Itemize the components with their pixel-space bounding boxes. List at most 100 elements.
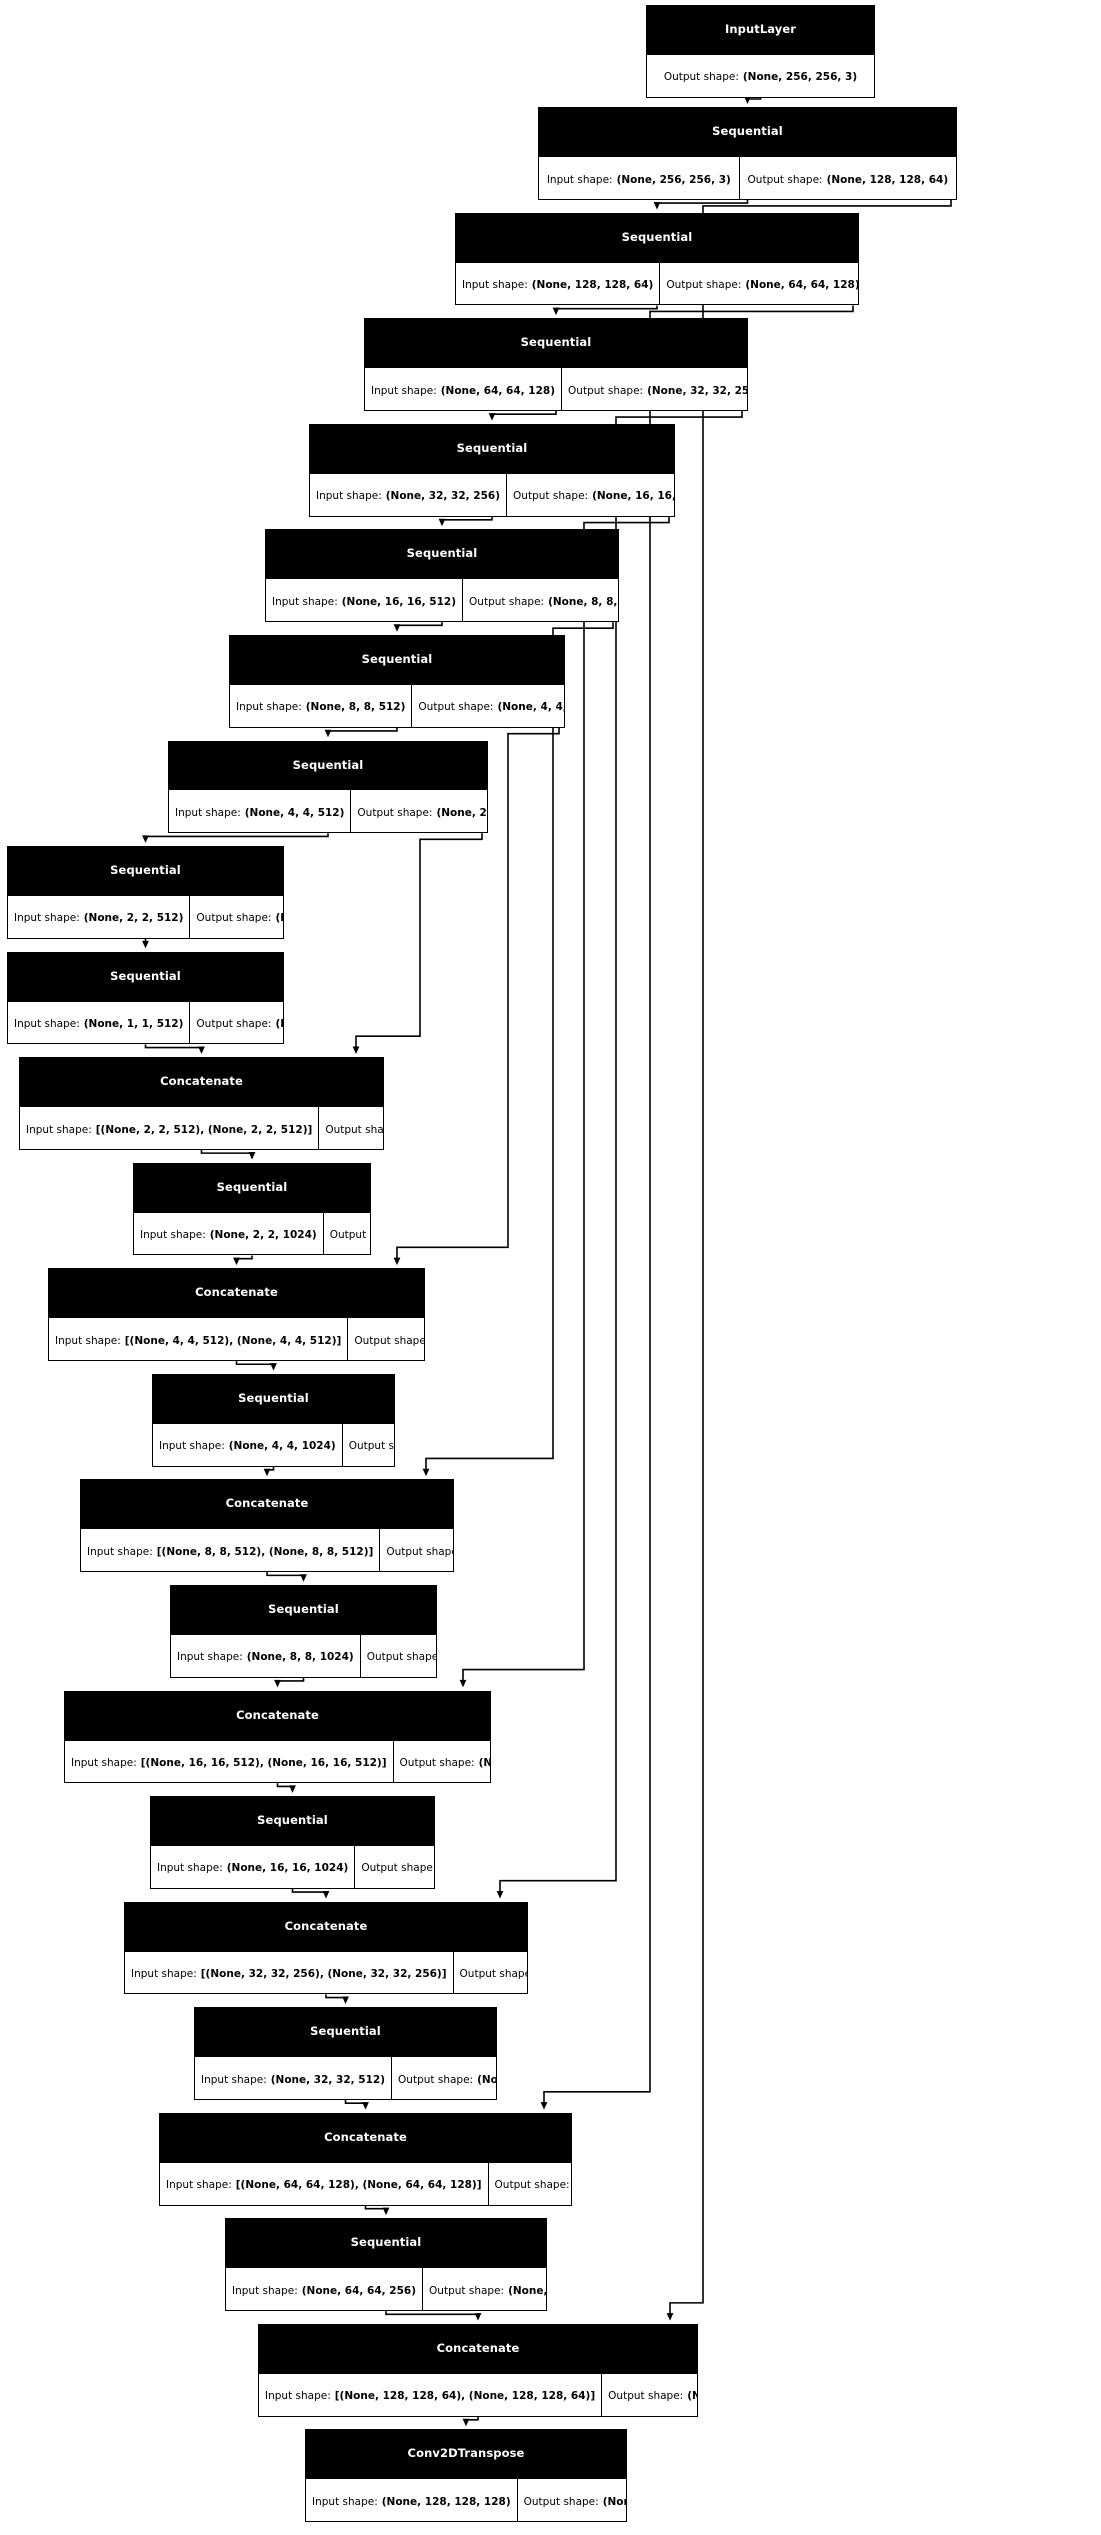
output-shape-cell: Output shape:(None, 16, 16, 512) bbox=[360, 1634, 437, 1677]
input-shape-value: (None, 64, 64, 128) bbox=[440, 384, 556, 397]
shape-row: Input shape:(None, 1, 1, 512) Output shap… bbox=[8, 1000, 283, 1044]
shape-row: Input shape:(None, 4, 4, 1024)Output sha… bbox=[153, 1422, 394, 1466]
layer-type-label: Concatenate bbox=[125, 1902, 527, 1951]
skip-edge-seq_down_3-to-concat_5 bbox=[496, 411, 743, 1899]
output-shape-cell: Output shape:(None, 4, 4, 512) bbox=[412, 684, 564, 727]
input-shape-cell: Input shape:(None, 4, 4, 1024) bbox=[153, 1423, 343, 1466]
edge-concat_1-to-seq_up_2 bbox=[200, 1149, 256, 1160]
input-shape-value: (None, 32, 32, 256) bbox=[385, 490, 501, 503]
input-shape-value: [(None, 2, 2, 512), (None, 2, 2, 512)] bbox=[95, 1123, 313, 1136]
layer-type-label: Sequential bbox=[310, 424, 674, 473]
input-shape-value: (None, 2, 2, 512) bbox=[83, 912, 184, 925]
output-shape-label: Output shape: bbox=[366, 1651, 437, 1664]
shape-row: Input shape:(None, 16, 16, 512) Output sh… bbox=[266, 578, 618, 622]
shape-row: Input shape:(None, 128, 128, 128)Output … bbox=[306, 2478, 626, 2522]
input-shape-label: Input shape: bbox=[14, 1017, 80, 1030]
output-shape-label: Output shape: bbox=[568, 384, 644, 397]
input-shape-value: [(None, 128, 128, 64), (None, 128, 128, … bbox=[334, 2390, 596, 2403]
layer-type-label: Concatenate bbox=[65, 1691, 490, 1740]
input-shape-label: Input shape: bbox=[316, 490, 382, 503]
output-shape-cell: Output shape:(None, 128, 128, 128) bbox=[602, 2373, 697, 2416]
input-shape-value: (None, 128, 128, 64) bbox=[531, 279, 654, 292]
input-shape-label: Input shape: bbox=[87, 1545, 153, 1558]
shape-row: Input shape:[(None, 128, 128, 64), (None… bbox=[259, 2372, 697, 2416]
layer-type-label: Concatenate bbox=[259, 2324, 697, 2373]
shape-row: Input shape:[(None, 64, 64, 128), (None,… bbox=[160, 2161, 571, 2205]
layer-type-label: Concatenate bbox=[81, 1480, 453, 1529]
input-shape-label: Input shape: bbox=[312, 2495, 378, 2508]
input-shape-cell: Input shape:(None, 16, 16, 512) bbox=[266, 579, 464, 622]
output-shape-cell: Output shape:(None, 1, 1, 512) bbox=[190, 896, 283, 938]
output-shape-label: Output shape: bbox=[196, 1017, 272, 1030]
output-shape-label: Output shape: bbox=[494, 2179, 570, 2192]
edge-seq_up_6-to-concat_6 bbox=[344, 2099, 369, 2110]
output-shape-cell: Output shape:(None, 32, 32, 256) bbox=[355, 1846, 434, 1888]
edge-seq_up_5-to-concat_5 bbox=[291, 1888, 330, 1899]
layer-type-label: Sequential bbox=[8, 847, 283, 896]
input-shape-label: Input shape: bbox=[159, 1440, 225, 1453]
edge-concat_3-to-seq_up_4 bbox=[266, 1572, 307, 1582]
output-shape-label: Output shape: bbox=[469, 595, 545, 608]
input-shape-label: Input shape: bbox=[201, 2073, 267, 2086]
output-shape-label: Output shape: bbox=[386, 1545, 454, 1558]
shape-row: Input shape:(None, 4, 4, 512)Output shap… bbox=[169, 789, 487, 833]
edge-concat_5-to-seq_up_6 bbox=[325, 1994, 349, 2005]
edge-concat_4-to-seq_up_5 bbox=[276, 1783, 296, 1793]
output-shape-cell: Output shape:(None, 4, 4, 512) bbox=[323, 1212, 370, 1255]
skip-edge-seq_down_7-to-concat_1 bbox=[352, 833, 483, 1054]
layer-type-label: Sequential bbox=[456, 213, 858, 262]
output-shape-value: (None, 128, 128, 64) bbox=[826, 173, 949, 186]
input-shape-label: Input shape: bbox=[166, 2179, 232, 2192]
shape-row: Input shape:(None, 128, 128, 64)Output s… bbox=[456, 261, 858, 305]
input-shape-value: (None, 8, 8, 1024) bbox=[246, 1651, 354, 1664]
layer-type-label: Sequential bbox=[134, 1163, 370, 1212]
input-shape-cell: Input shape:(None, 64, 64, 256) bbox=[226, 2268, 424, 2311]
input-shape-value: (None, 16, 16, 1024) bbox=[226, 1862, 349, 1875]
input-shape-value: (None, 4, 4, 1024) bbox=[228, 1440, 336, 1453]
input-shape-label: Input shape: bbox=[232, 2284, 298, 2297]
layer-type-label: Sequential bbox=[151, 1797, 434, 1846]
shape-row: Input shape:[(None, 2, 2, 512), (None, 2… bbox=[20, 1106, 383, 1149]
edge-concat_6-to-seq_up_7 bbox=[364, 2205, 390, 2216]
output-shape-value: (None, 4, 4, 512) bbox=[497, 701, 564, 714]
output-shape-cell: Output shape:(None, 16, 16, 512) bbox=[507, 473, 674, 516]
output-shape-label: Output shape: bbox=[663, 71, 739, 84]
input-shape-value: (None, 1, 1, 512) bbox=[83, 1017, 184, 1030]
edge-seq_down_4-to-seq_down_5 bbox=[438, 516, 493, 527]
input-shape-value: [(None, 64, 64, 128), (None, 64, 64, 128… bbox=[235, 2179, 482, 2192]
layer-type-label: Sequential bbox=[169, 741, 487, 790]
shape-row: Input shape:(None, 64, 64, 128)Output sh… bbox=[365, 367, 747, 411]
input-shape-value: [(None, 4, 4, 512), (None, 4, 4, 512)] bbox=[124, 1334, 342, 1347]
output-shape-label: Output shape: bbox=[196, 912, 272, 925]
output-shape-value: (None, 2, 2, 512) bbox=[436, 806, 487, 819]
input-shape-value: [(None, 16, 16, 512), (None, 16, 16, 512… bbox=[140, 1756, 387, 1769]
input-shape-value: (None, 8, 8, 512) bbox=[305, 701, 406, 714]
shape-row: Input shape:(None, 32, 32, 512)Output sh… bbox=[195, 2056, 496, 2099]
edge-seq_up_4-to-concat_4 bbox=[274, 1677, 305, 1688]
